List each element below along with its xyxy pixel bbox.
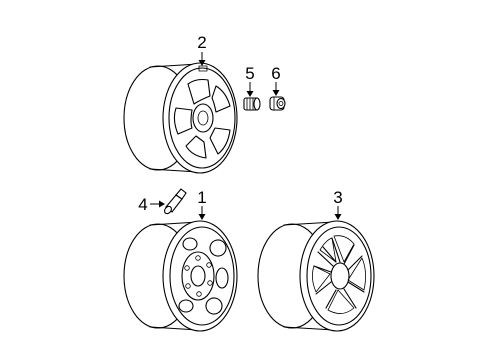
- arrowhead-3: [334, 214, 342, 220]
- lug-nut-part-5[interactable]: [243, 97, 261, 111]
- callout-label-4: 4: [138, 195, 147, 214]
- callout-arrows: [150, 52, 342, 220]
- arrowhead-5: [246, 91, 254, 97]
- cap-nut-part-6[interactable]: [269, 96, 286, 111]
- arrowhead-1: [198, 214, 206, 220]
- wheel-part-1[interactable]: [123, 220, 238, 332]
- callout-labels: 2 5 6 4 1 3: [138, 33, 342, 214]
- callout-label-5: 5: [245, 64, 254, 83]
- callout-label-6: 6: [271, 64, 280, 83]
- arrowhead-4: [159, 200, 165, 208]
- wheel-part-2[interactable]: [123, 62, 238, 174]
- valve-stem-part-4[interactable]: [163, 188, 187, 215]
- wheel-part-3[interactable]: [257, 220, 375, 332]
- callout-label-2: 2: [197, 33, 206, 52]
- callout-label-3: 3: [333, 188, 342, 207]
- arrowhead-2: [198, 60, 206, 66]
- arrowhead-6: [272, 90, 280, 96]
- callout-label-1: 1: [197, 188, 206, 207]
